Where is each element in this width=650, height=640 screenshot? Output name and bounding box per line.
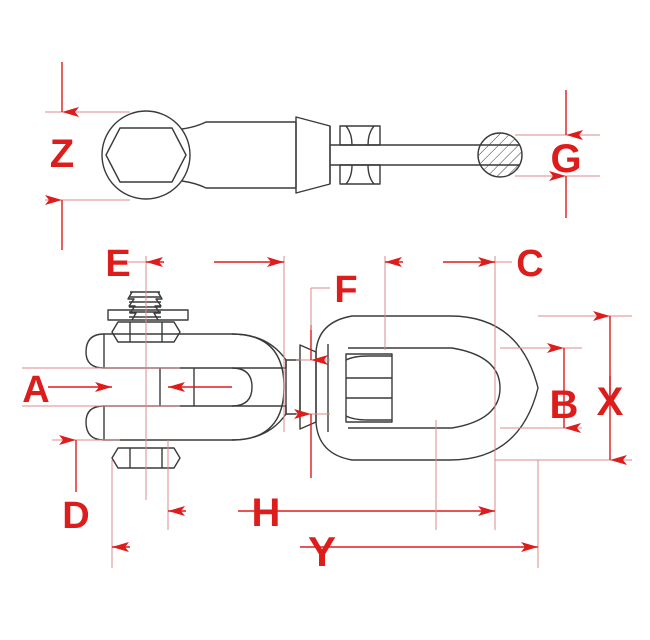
swivel-shoulder xyxy=(299,344,317,430)
pin-nut-upper-chamfer-l xyxy=(345,125,353,146)
pin-nut-lower-chamfer-l xyxy=(345,164,353,185)
pin-nut-upper-chamfer-r xyxy=(367,125,375,146)
dimension-y: Y xyxy=(111,460,539,575)
dimension-f: F xyxy=(294,269,358,478)
dimension-label-f: F xyxy=(334,269,357,311)
pin-nut-upper xyxy=(339,125,381,146)
swivel-neck xyxy=(285,359,301,415)
dimension-label-a: A xyxy=(22,369,49,411)
body-bottom-edge xyxy=(181,180,296,189)
dimension-label-h: H xyxy=(252,491,281,535)
dimension-d: D xyxy=(52,435,120,537)
dimension-a: A xyxy=(22,367,232,411)
hex-head-top xyxy=(105,127,187,183)
dimension-h: H xyxy=(167,440,496,535)
eye-inner-bore xyxy=(348,347,501,429)
pin-nut-lower-chamfer-r xyxy=(367,164,375,185)
eye-hex-nut-top-chamfer xyxy=(345,355,392,361)
bolt-thread-group xyxy=(127,291,163,321)
dimension-label-c: C xyxy=(516,243,543,285)
eye-hex-nut-bottom-chamfer xyxy=(345,415,392,421)
construction-lines xyxy=(145,318,437,530)
jaw-lower-round xyxy=(85,405,105,441)
side-view-part xyxy=(85,291,539,469)
jaw-outer-loop xyxy=(231,333,285,441)
jaw-upper-round xyxy=(85,333,105,369)
dimension-x: X xyxy=(495,311,632,465)
dimension-label-e: E xyxy=(105,243,130,285)
hex-nut-upper-side xyxy=(111,321,181,343)
eye-outer-body xyxy=(315,315,539,461)
cotter-flat-bar xyxy=(107,309,189,321)
hex-nut-lower-side xyxy=(111,447,181,469)
eye-hex-nut xyxy=(345,353,393,423)
dimension-label-d: D xyxy=(62,495,89,537)
dimension-label-g: G xyxy=(550,137,581,181)
thread-helix-left xyxy=(127,291,137,321)
dimension-label-y: Y xyxy=(308,528,336,575)
body-top-edge xyxy=(181,121,296,130)
thread-helix-right xyxy=(153,291,163,321)
dimension-label-b: B xyxy=(550,383,579,427)
dimension-c: C xyxy=(384,243,544,500)
pin-nut-lower xyxy=(339,164,381,185)
dimension-b: B xyxy=(500,343,582,433)
jaw-inner-loop xyxy=(231,367,253,407)
dimension-e: E xyxy=(105,243,285,432)
pin-section-circle xyxy=(477,132,523,178)
collar-taper xyxy=(295,116,331,194)
eye-outer-circle xyxy=(101,110,191,200)
dimension-z: Z xyxy=(45,62,130,250)
dimension-label-x: X xyxy=(597,380,624,424)
top-view-part xyxy=(101,110,523,200)
dimension-label-z: Z xyxy=(50,132,74,176)
dimension-g: G xyxy=(515,90,600,218)
